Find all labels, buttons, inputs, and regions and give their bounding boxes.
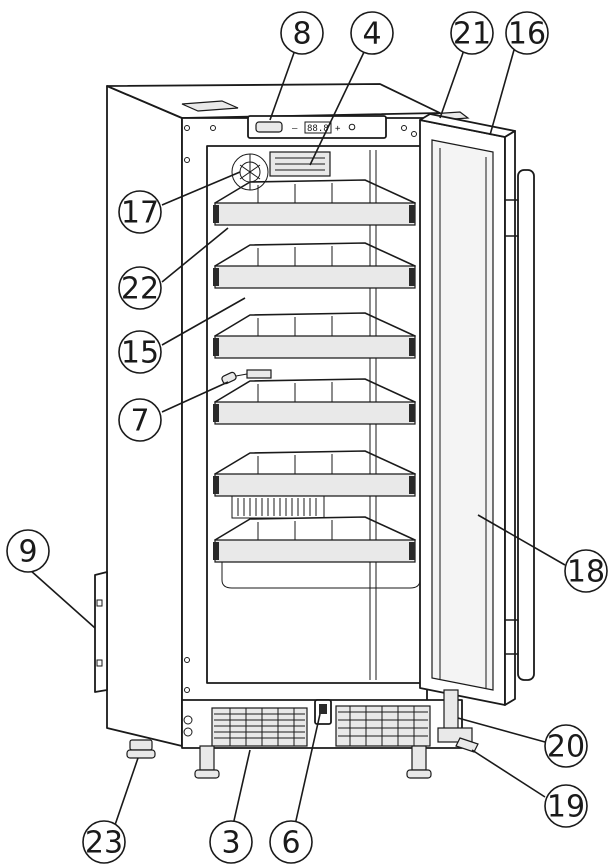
shelves xyxy=(213,179,421,589)
callout-17: 17 xyxy=(118,190,162,234)
callout-23-label: 23 xyxy=(85,826,123,861)
door-handle xyxy=(517,169,535,681)
temperature-readout: 88.8 xyxy=(307,124,329,134)
callout-15: 15 xyxy=(118,330,162,374)
callout-3: 3 xyxy=(209,820,253,864)
callout-23: 23 xyxy=(82,820,126,864)
foot-rear-left xyxy=(129,739,153,751)
bottom-hinge xyxy=(443,689,459,731)
callout-7: 7 xyxy=(118,398,162,442)
hinge-bracket xyxy=(437,727,473,743)
shelf-1 xyxy=(213,179,416,226)
callout-8-label: 8 xyxy=(292,17,311,52)
callout-6: 6 xyxy=(269,820,313,864)
fan-assembly xyxy=(231,151,331,191)
cabinet-top xyxy=(106,83,470,121)
callout-4-label: 4 xyxy=(362,17,381,52)
callout-8: 8 xyxy=(280,11,324,55)
power-switch xyxy=(255,121,283,133)
temperature-sensor xyxy=(221,369,272,385)
callout-17-label: 17 xyxy=(121,196,159,231)
light-icon xyxy=(348,123,356,131)
control-panel: – 88.8 + xyxy=(247,115,387,139)
foot-front-left xyxy=(199,745,215,771)
minus-key-label: – xyxy=(292,124,298,134)
callout-7-label: 7 xyxy=(130,404,149,439)
callout-19-label: 19 xyxy=(547,790,585,825)
callout-16-label: 16 xyxy=(508,17,546,52)
callout-3-label: 3 xyxy=(221,826,240,861)
callout-18-label: 18 xyxy=(567,555,605,590)
callout-21: 21 xyxy=(450,11,494,55)
callout-4: 4 xyxy=(350,11,394,55)
plus-key-label: + xyxy=(335,124,341,134)
leader-lines xyxy=(29,49,566,826)
shelf-3 xyxy=(213,312,416,359)
callout-22: 22 xyxy=(118,266,162,310)
shelf-4 xyxy=(213,378,416,425)
callout-18: 18 xyxy=(564,549,608,593)
callout-20: 20 xyxy=(544,724,588,768)
callout-6-label: 6 xyxy=(281,826,300,861)
callout-9: 9 xyxy=(6,529,50,573)
shelf-2 xyxy=(213,242,416,289)
callout-15-label: 15 xyxy=(121,336,159,371)
callout-20-label: 20 xyxy=(547,730,585,765)
callout-21-label: 21 xyxy=(453,17,491,52)
callout-22-label: 22 xyxy=(121,272,159,307)
cabinet-base xyxy=(126,699,463,779)
shelf-5 xyxy=(213,450,416,497)
callout-9-label: 9 xyxy=(18,535,37,570)
shelf-6 xyxy=(213,516,421,589)
callout-19: 19 xyxy=(544,784,588,828)
callout-16: 16 xyxy=(505,11,549,55)
glass-door xyxy=(419,113,535,753)
foot-front-right xyxy=(411,745,427,771)
